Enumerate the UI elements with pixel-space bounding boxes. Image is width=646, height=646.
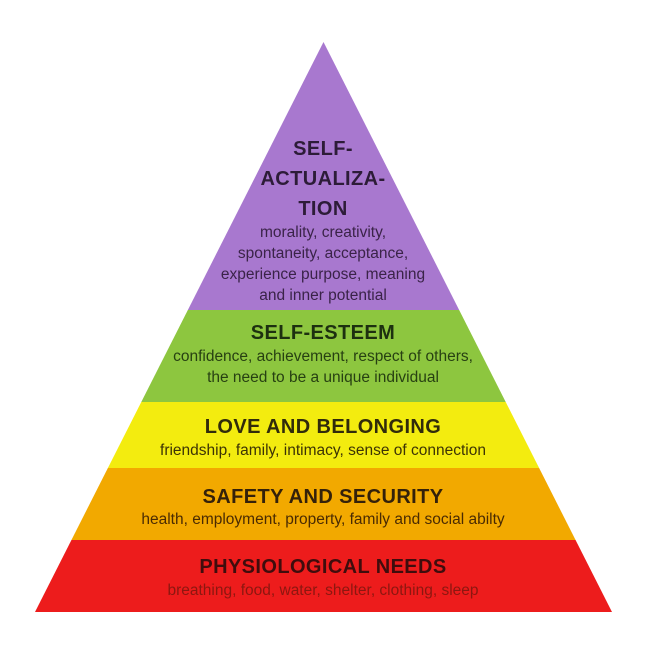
- band-physiological-needs: [35, 540, 612, 612]
- pyramid: [35, 42, 612, 612]
- band-self-esteem: [35, 310, 612, 402]
- band-self-actualization: [35, 42, 612, 310]
- band-love-and-belonging: [35, 402, 612, 468]
- band-safety-and-security: [35, 468, 612, 540]
